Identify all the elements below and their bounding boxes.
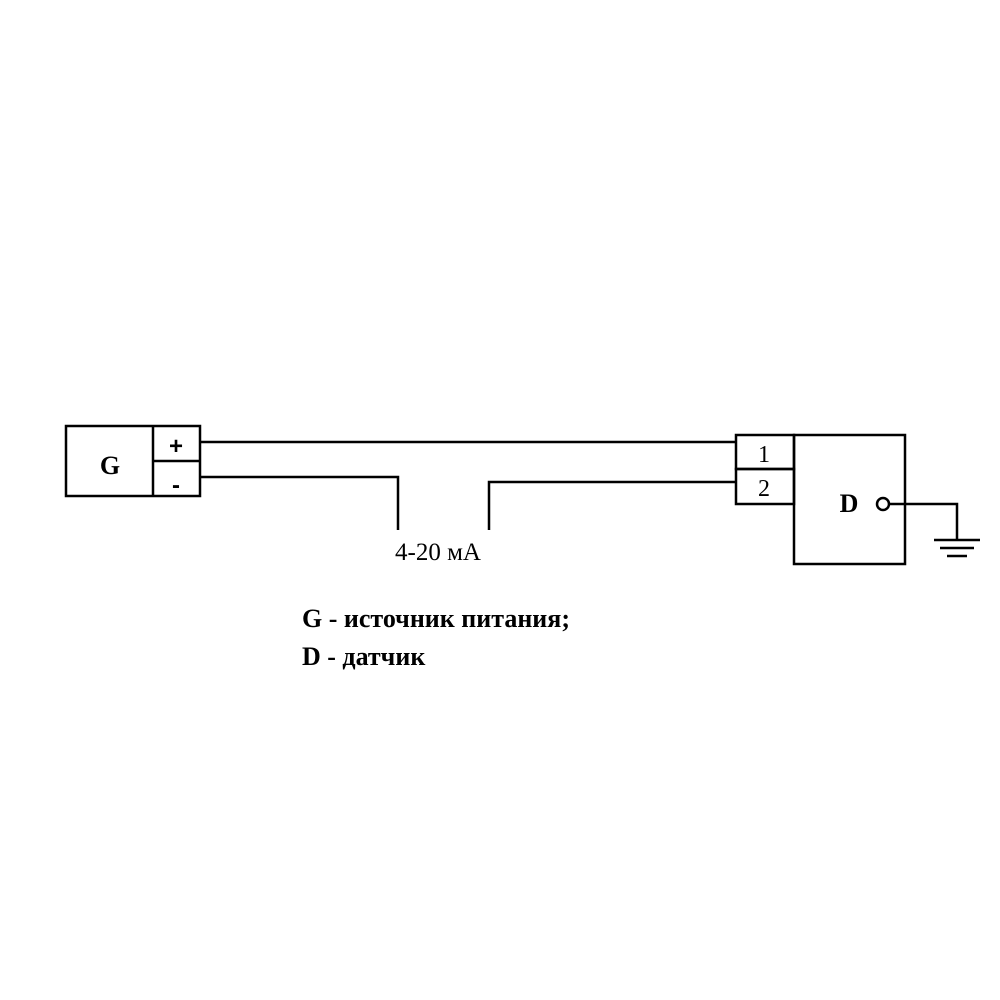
sensor-box <box>792 433 907 566</box>
current-range-label: 4-20 мА <box>395 539 481 566</box>
terminal-minus-label: - <box>172 472 180 499</box>
legend: G - источник питания; D - датчик <box>302 600 570 676</box>
terminal-plus-label: + <box>169 433 183 460</box>
power-source-block: G + - <box>64 424 202 499</box>
legend-line-source: G - источник питания; <box>302 604 570 633</box>
ground-terminal-icon <box>875 496 891 512</box>
power-source-label: G <box>100 451 120 480</box>
legend-line-sensor: D - датчик <box>302 642 426 671</box>
ground-wire <box>889 502 959 540</box>
sensor-label: D <box>840 489 859 518</box>
terminal-2-label: 2 <box>758 476 770 502</box>
wire-minus-lead <box>200 475 400 530</box>
wire-terminal-2-lead <box>487 480 736 530</box>
sensor-block: 1 2 D <box>734 433 907 566</box>
terminal-1-label: 1 <box>758 442 770 468</box>
ground-icon <box>889 502 980 558</box>
